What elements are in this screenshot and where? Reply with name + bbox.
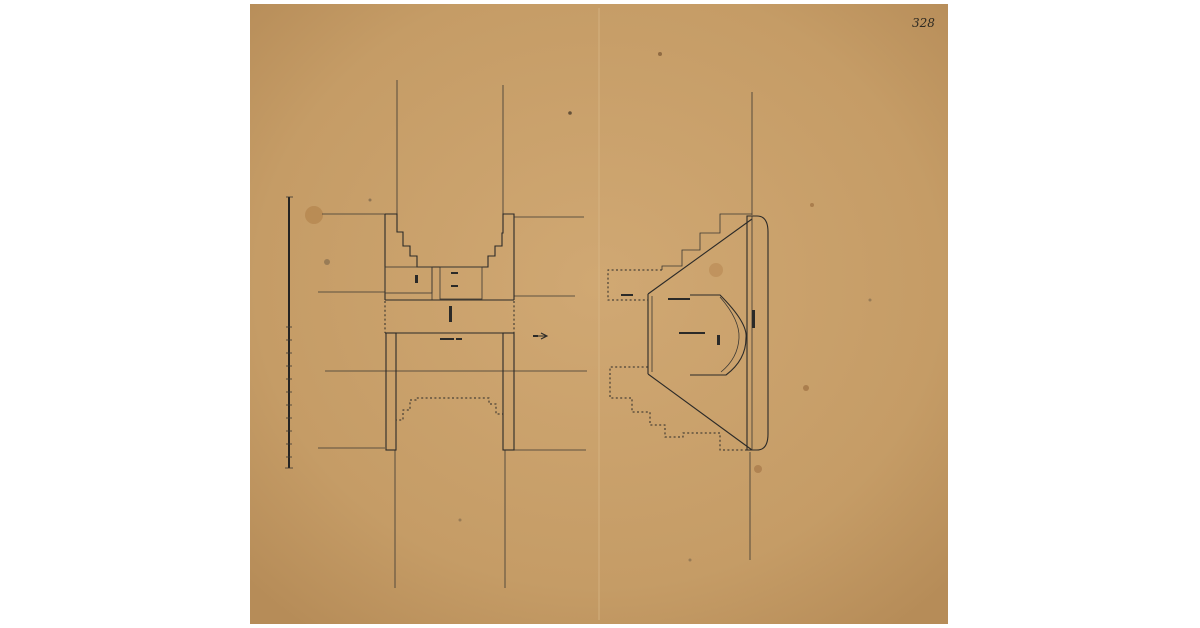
- right-plan: [607, 92, 769, 560]
- paper-stains: [305, 52, 872, 562]
- page-number: 328: [912, 16, 935, 30]
- scale-bar: [285, 196, 293, 469]
- left-plan: [318, 80, 587, 588]
